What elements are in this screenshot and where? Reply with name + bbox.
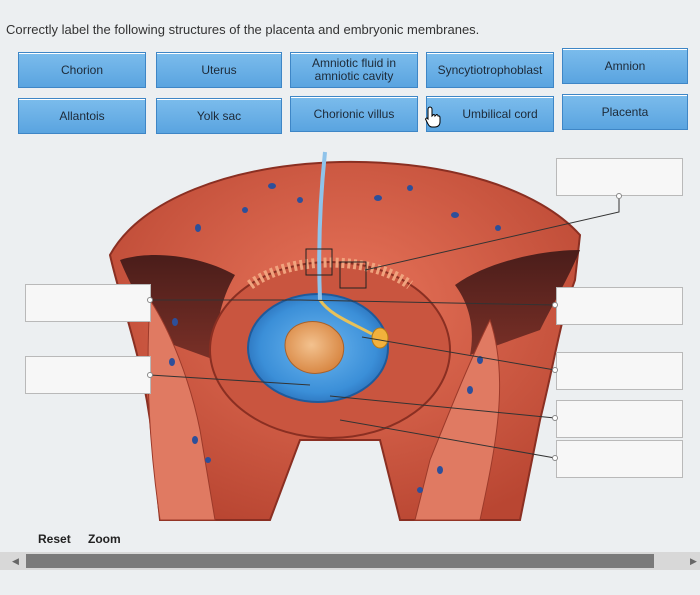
drop-target-1[interactable]	[556, 158, 683, 196]
label-uterus[interactable]: Uterus	[156, 52, 282, 88]
drop-target-7[interactable]	[556, 440, 683, 478]
label-yolk-sac[interactable]: Yolk sac	[156, 98, 282, 134]
arrow-left-icon[interactable]: ◀	[12, 556, 19, 566]
arrow-right-icon[interactable]: ▶	[690, 556, 697, 566]
drop-target-3[interactable]	[556, 287, 683, 325]
drop-target-4[interactable]	[25, 356, 151, 394]
label-amniotic-fluid[interactable]: Amniotic fluid in amniotic cavity	[290, 52, 418, 88]
zoom-button[interactable]: Zoom	[88, 532, 121, 546]
villus-highlight-box	[305, 248, 333, 276]
uterine-cavity-left	[120, 255, 235, 360]
embryo	[284, 321, 345, 374]
handle-6	[552, 415, 558, 421]
label-syncytiotrophoblast[interactable]: Syncytiotrophoblast	[426, 52, 554, 88]
syncytio-highlight-box	[339, 261, 367, 289]
handle-2	[147, 297, 153, 303]
scroll-thumb[interactable]	[26, 554, 654, 568]
instruction-text: Correctly label the following structures…	[6, 22, 480, 37]
horizontal-scrollbar[interactable]: ◀ ▶	[0, 552, 700, 570]
label-allantois[interactable]: Allantois	[18, 98, 146, 134]
label-chorion[interactable]: Chorion	[18, 52, 146, 88]
handle-5	[552, 367, 558, 373]
hand-pointer-icon	[425, 106, 441, 128]
handle-4	[147, 372, 153, 378]
label-chorionic-villus[interactable]: Chorionic villus	[290, 96, 418, 132]
label-umbilical-cord[interactable]: Umbilical cord	[426, 96, 554, 132]
label-placenta[interactable]: Placenta	[562, 94, 688, 130]
label-amnion[interactable]: Amnion	[562, 48, 688, 84]
yolk-sac	[371, 327, 389, 349]
drop-target-6[interactable]	[556, 400, 683, 438]
drop-target-5[interactable]	[556, 352, 683, 390]
handle-1	[616, 193, 622, 199]
handle-3	[552, 302, 558, 308]
reset-button[interactable]: Reset	[38, 532, 71, 546]
drop-target-2[interactable]	[25, 284, 151, 322]
handle-7	[552, 455, 558, 461]
